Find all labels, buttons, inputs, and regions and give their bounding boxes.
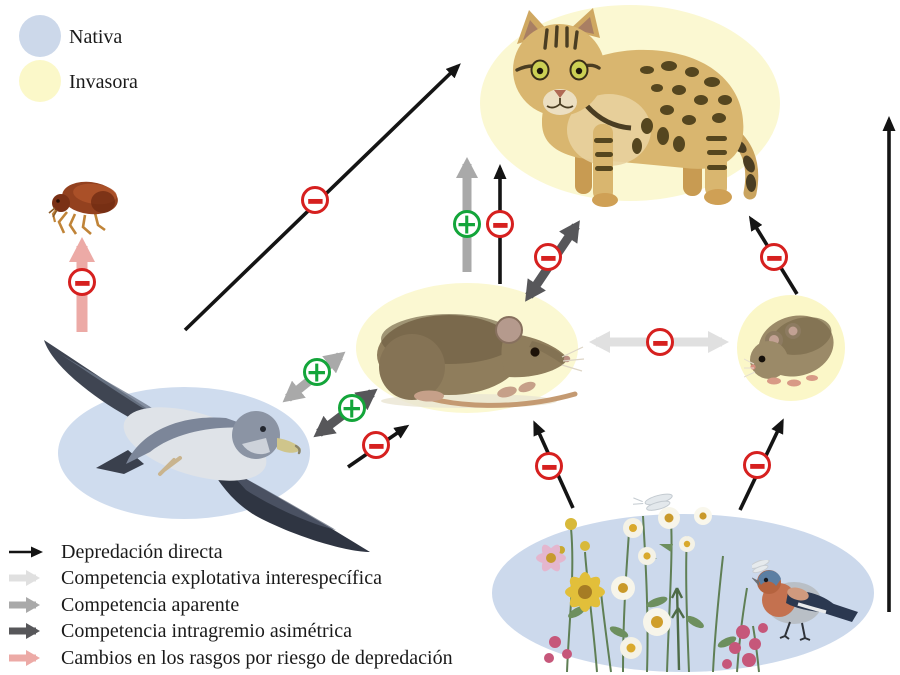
sign-badge-negative: − bbox=[534, 236, 562, 278]
nativa-label: Nativa bbox=[69, 26, 123, 48]
positive-sign: + bbox=[305, 355, 328, 388]
positive-sign: + bbox=[455, 207, 478, 240]
species-legend: Nativa Invasora bbox=[0, 0, 200, 110]
negative-sign: − bbox=[72, 256, 92, 308]
legend-row-intraguild-competition: Competencia intragremio asimétrica bbox=[6, 620, 352, 642]
legend-label-intraguild-competition: Competencia intragremio asimétrica bbox=[61, 620, 352, 642]
mouse-image bbox=[744, 315, 834, 387]
sign-badge-negative: − bbox=[646, 321, 674, 363]
legend-row-apparent-competition: Competencia aparente bbox=[6, 594, 239, 616]
negative-sign: − bbox=[764, 231, 784, 283]
flea-image bbox=[48, 181, 118, 235]
invasora-label: Invasora bbox=[69, 71, 138, 93]
legend-row-exploitative-competition: Competencia explotativa interespecífica bbox=[6, 567, 382, 589]
thick-light-gray-arrow-icon bbox=[9, 570, 40, 586]
sign-badge-positive: + bbox=[453, 207, 481, 240]
thick-mid-gray-arrow-icon bbox=[9, 597, 40, 613]
sign-badge-negative: − bbox=[760, 236, 788, 278]
invasora-swatch-circle bbox=[19, 60, 61, 102]
thin-black-arrow-icon bbox=[9, 546, 43, 558]
positive-sign: + bbox=[340, 391, 363, 424]
thick-dark-gray-arrow-icon bbox=[9, 623, 40, 639]
negative-sign: − bbox=[490, 198, 510, 250]
negative-sign: − bbox=[539, 440, 559, 492]
negative-sign: − bbox=[305, 174, 325, 226]
sign-badge-negative: − bbox=[68, 261, 96, 303]
legend-label-direct-predation: Depredación directa bbox=[61, 541, 223, 563]
sign-badge-negative: − bbox=[535, 445, 563, 487]
rat-image bbox=[377, 314, 585, 408]
cat-image bbox=[513, 8, 759, 207]
negative-sign: − bbox=[538, 231, 558, 283]
wildflowers-image bbox=[536, 493, 768, 673]
negative-sign: − bbox=[747, 439, 767, 491]
negative-sign: − bbox=[650, 316, 670, 368]
shearwater-image bbox=[44, 340, 370, 552]
sign-badge-negative: − bbox=[743, 444, 771, 486]
legend-label-apparent-competition: Competencia aparente bbox=[61, 594, 240, 616]
sign-badge-positive: + bbox=[303, 355, 331, 388]
sign-badge-negative: − bbox=[362, 424, 390, 466]
thick-pink-arrow-icon bbox=[9, 650, 40, 666]
legend-label-exploitative-competition: Competencia explotativa interespecífica bbox=[61, 567, 382, 589]
sign-badge-negative: − bbox=[486, 203, 514, 245]
negative-sign: − bbox=[366, 419, 386, 471]
chaffinch-image bbox=[752, 560, 858, 641]
sign-badge-negative: − bbox=[301, 179, 329, 221]
nativa-swatch-circle bbox=[19, 15, 61, 57]
legend-row-trait-changes: Cambios en los rasgos por riesgo de depr… bbox=[6, 647, 453, 669]
legend-label-trait-changes: Cambios en los rasgos por riesgo de depr… bbox=[61, 647, 453, 669]
sign-badge-positive: + bbox=[338, 391, 366, 424]
legend-row-direct-predation: Depredación directa bbox=[6, 541, 223, 563]
